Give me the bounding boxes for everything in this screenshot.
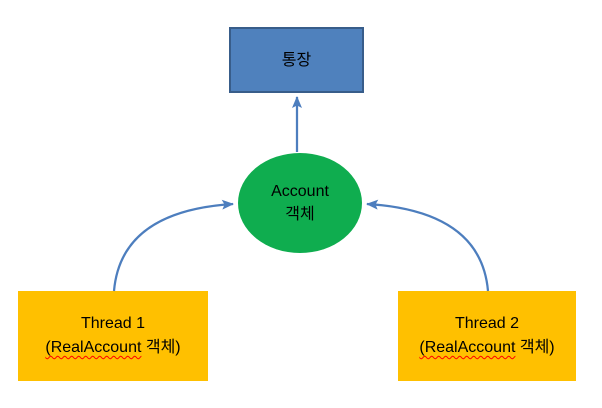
node-bankbook-label: 통장 [281, 51, 312, 69]
node-thread2-subtitle: (RealAccount 객체) [419, 336, 554, 360]
arrow-thread2-to-account [366, 199, 490, 292]
node-thread1-title: Thread 1 [80, 315, 146, 332]
node-account: Account 객체 [238, 153, 362, 253]
node-thread2-subtitle-misspelled: (RealAccount [419, 339, 516, 356]
node-thread1-subtitle-rest: 객체) [145, 339, 181, 356]
node-thread2-subtitle-rest: 객체) [519, 339, 555, 356]
node-bankbook: 통장 [229, 27, 364, 93]
arrow-thread1-to-account [112, 199, 234, 292]
node-thread2-title: Thread 2 [454, 315, 520, 332]
node-thread1-subtitle-misspelled: (RealAccount [45, 339, 142, 356]
node-account-label-line2: 객체 [285, 206, 315, 223]
node-thread1: Thread 1 (RealAccount 객체) [18, 291, 208, 381]
node-thread2: Thread 2 (RealAccount 객체) [398, 291, 576, 381]
node-thread1-subtitle: (RealAccount 객체) [45, 336, 180, 360]
node-account-label-line1: Account [271, 183, 329, 200]
